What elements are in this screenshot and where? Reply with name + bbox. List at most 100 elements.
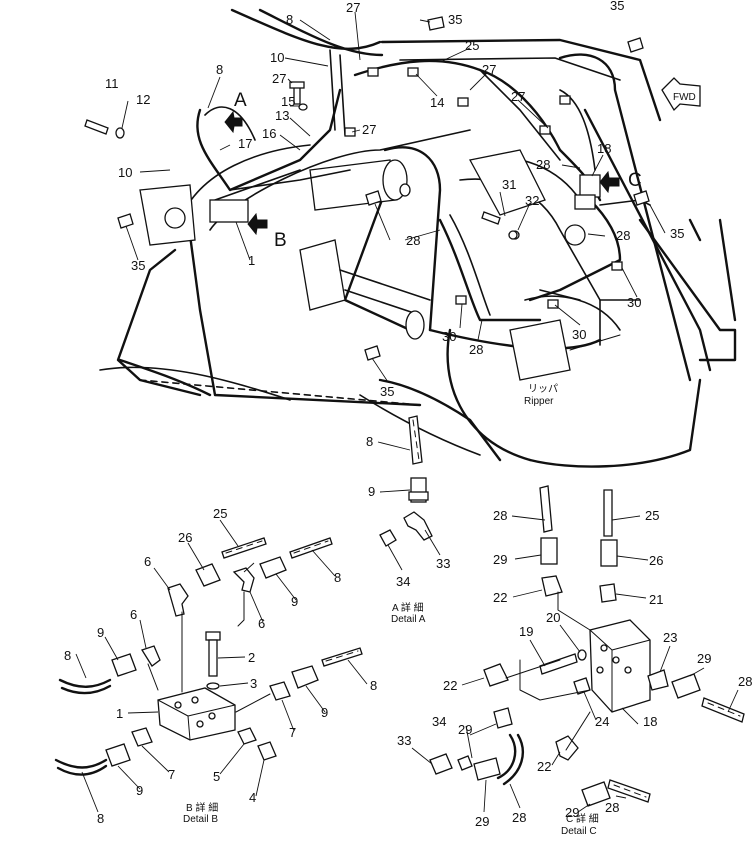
callout-label: 35 [131,258,145,273]
callout-label: 29 [493,552,507,567]
callout-label: 11 [105,76,119,91]
bolt-icon [84,81,501,225]
fwd-label: FWD [673,92,696,103]
callout-label: 22 [493,590,507,605]
callout-label: 8 [334,570,341,585]
callout-label: 28 [512,810,526,825]
callout-label: 32 [525,193,539,208]
callout-label: 9 [136,783,143,798]
callout-label: 6 [130,607,137,622]
detail-c [429,485,745,807]
callout-label: 28 [469,342,483,357]
callout-label: 28 [406,233,420,248]
callout-label: 29 [475,814,489,829]
view-letter-b: B [274,230,287,251]
ripper-label: Ripper [524,396,554,407]
callout-label: 16 [262,126,276,141]
view-letter-c: C [628,170,642,191]
callout-label: 28 [536,157,550,172]
callout-label: 2 [248,650,255,665]
detail-b-caption-jp: B 詳 細 [186,801,218,814]
callout-label: 13 [275,108,289,123]
fwd-arrow-icon [661,77,701,112]
detail-b-callouts: 25 26 6 8 9 6 2 9 6 3 8 1 8 9 7 9 7 5 4 … [64,506,377,826]
callout-label: 1 [248,253,255,268]
callout-label: 24 [595,714,609,729]
callout-label: 28 [738,674,752,689]
detail-a-caption-jp: A 詳 細 [392,601,424,614]
view-letter-a: A [234,90,247,111]
callout-label: 25 [465,38,479,53]
callout-label: 10 [118,165,132,180]
callout-label: 29 [697,651,711,666]
callout-label: 25 [645,508,659,523]
callout-label: 25 [213,506,227,521]
detail-a-callouts: 8 9 33 34 A 詳 細 Detail A [366,434,450,625]
callout-label: 9 [97,625,104,640]
callout-label: 30 [442,329,456,344]
callout-label: 30 [572,327,586,342]
arrow-icon [224,110,620,236]
callout-label: 27 [482,62,496,77]
detail-b-caption: Detail B [183,814,218,825]
callout-label: 18 [597,141,611,156]
callout-label: 8 [366,434,373,449]
callout-label: 3 [250,676,257,691]
detail-c-caption: Detail C [561,826,597,837]
detail-a-caption: Detail A [391,614,426,625]
callout-label: 26 [649,553,663,568]
callout-label: 35 [448,12,462,27]
callout-label: 9 [321,705,328,720]
callout-label: 5 [213,769,220,784]
callout-label: 27 [346,0,360,15]
callout-label: 8 [97,811,104,826]
callout-label: 17 [238,136,252,151]
callout-label: 8 [370,678,377,693]
callout-label: 15 [281,94,295,109]
callout-label: 1 [116,706,123,721]
callout-label: 28 [493,508,507,523]
main-callouts: 8 27 35 35 25 27 27 10 14 27 11 8 A 15 1… [105,0,696,407]
callout-label: 29 [565,805,579,820]
callout-label: 26 [178,530,192,545]
callout-label: 28 [605,800,619,815]
callout-label: 29 [458,722,472,737]
clip-icon [344,67,623,309]
callout-label: 27 [362,122,376,137]
callout-label: 30 [627,295,641,310]
callout-label: 10 [270,50,284,65]
callout-label: 34 [396,574,410,589]
fitting-icon [117,16,650,361]
leader-lines [75,11,739,813]
callout-label: 8 [64,648,71,663]
ripper-jp-label: リッパ [528,383,558,395]
callout-label: 18 [643,714,657,729]
callout-label: 35 [380,384,394,399]
callout-label: 27 [511,89,525,104]
callout-label: 35 [670,226,684,241]
callout-label: 22 [443,678,457,693]
callout-label: 28 [616,228,630,243]
callout-label: 7 [168,767,175,782]
callout-label: 22 [537,759,551,774]
detail-b [54,537,363,776]
callout-label: 35 [610,0,624,13]
callout-label: 4 [249,790,256,805]
washer-icon [115,103,518,240]
main-assembly [84,8,737,468]
callout-label: 31 [502,177,516,192]
detail-c-caption-jp: C 詳 細 [566,812,599,825]
callout-label: 8 [216,62,223,77]
callout-label: 7 [289,725,296,740]
callout-label: 8 [286,12,293,27]
callout-label: 9 [291,594,298,609]
callout-label: 27 [272,71,286,86]
callout-label: 33 [397,733,411,748]
detail-a [379,415,433,547]
callout-label: 12 [136,92,150,107]
callout-label: 21 [649,592,663,607]
callout-label: 6 [144,554,151,569]
callout-label: 23 [663,630,677,645]
callout-label: 9 [368,484,375,499]
